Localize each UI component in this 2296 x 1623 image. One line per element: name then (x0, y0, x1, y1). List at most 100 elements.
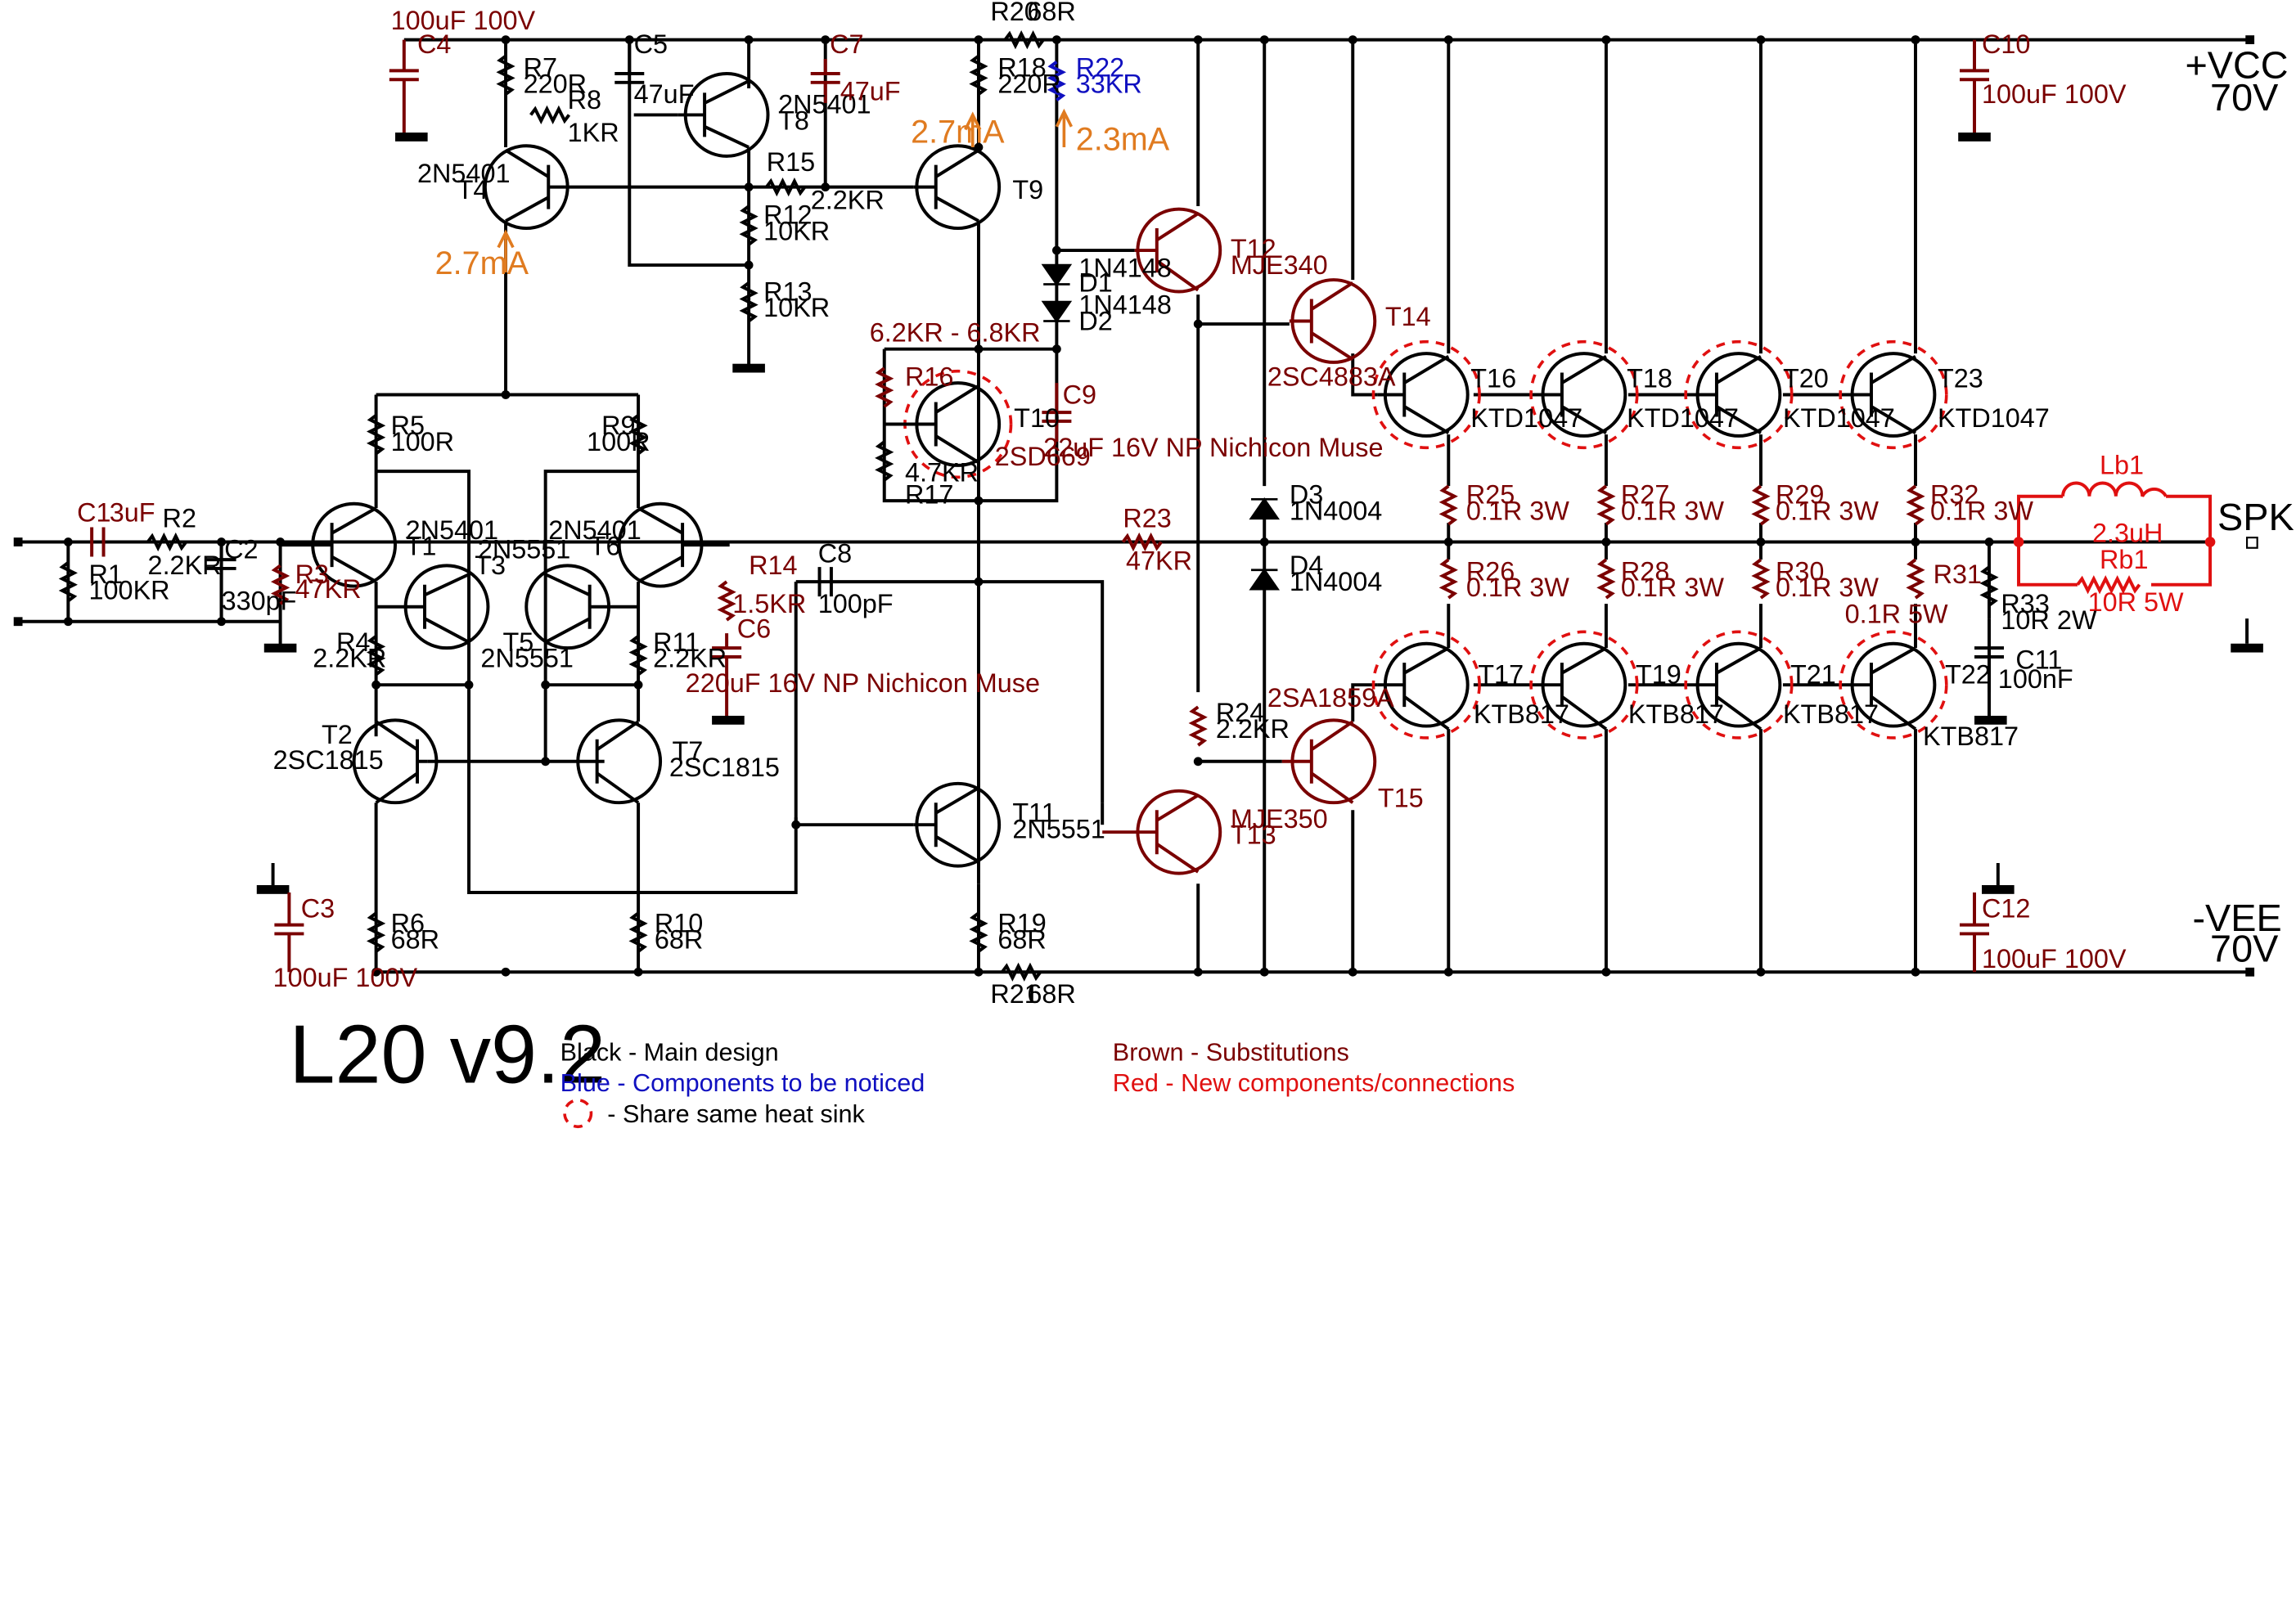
vcc-terminal (2245, 35, 2255, 45)
label-T19p: KTB817 (1628, 699, 1724, 729)
label-R9: R9 (601, 411, 635, 440)
capacitor-C1 (90, 527, 106, 557)
label-R14: R14 (749, 551, 797, 580)
vcc-voltage: 70V (2210, 76, 2278, 119)
label-R3v: 47KR (295, 574, 362, 604)
label-R15v: 2.2KR (811, 186, 885, 215)
transistor-T14 (1289, 278, 1377, 364)
label-T22: T22 (1945, 659, 1991, 689)
label-T10: T10 (1014, 403, 1060, 433)
label-T18: T18 (1627, 363, 1672, 393)
label-D4: D4 (1290, 551, 1323, 580)
label-R7: R7 (524, 53, 557, 83)
legend-black: Black - Main design (560, 1038, 779, 1066)
label-R23: R23 (1123, 504, 1171, 533)
label-R18: R18 (997, 53, 1046, 83)
label-R31v: 0.1R 5W (1845, 600, 1948, 629)
label-T14p: 2SC4883A (1267, 362, 1396, 392)
label-R25: R25 (1466, 480, 1515, 510)
vee-voltage: 70V (2210, 928, 2278, 970)
label-R17v: 4.7KR (905, 458, 979, 488)
diodes (1041, 263, 1281, 591)
label-T3: T3 (475, 551, 506, 580)
label-C1: C1 (77, 497, 110, 527)
capacitors (90, 39, 2005, 973)
label-Lb1: Lb1 (2100, 451, 2144, 480)
label-R8v: 1KR (568, 118, 619, 147)
capacitor-C9 (1042, 383, 1072, 443)
spkr-label: SPKR (2217, 496, 2296, 538)
label-R4: R4 (336, 627, 370, 657)
resistor-R30 (1751, 558, 1771, 600)
label-C2: C2 (224, 534, 258, 564)
label-C9v: 22uF 16V NP Nichicon Muse (1043, 433, 1383, 462)
label-R32: R32 (1930, 480, 1979, 510)
label-R26v: 0.1R 3W (1466, 573, 1569, 602)
input-gnd-terminal (13, 617, 23, 627)
current-arrows (497, 108, 1073, 273)
label-R16: R16 (905, 362, 953, 392)
label-R13v: 10KR (763, 293, 830, 322)
label-R17: R17 (905, 480, 953, 510)
label-R7v: 220R (524, 69, 587, 98)
transistor-T11 (913, 781, 1002, 868)
label-T5p: 2N5551 (480, 644, 573, 673)
label-T4: T4 (457, 175, 488, 205)
label-T17: T17 (1478, 659, 1524, 689)
resistor-R2 (146, 532, 187, 552)
vee-terminal (2245, 967, 2255, 977)
resistor-R18 (969, 54, 988, 96)
label-D4p: 1N4004 (1290, 567, 1382, 596)
label-T3p: 2N5551 (478, 534, 570, 564)
capacitor-C5 (615, 39, 645, 84)
legend-heatsink: - Share same heat sink (607, 1100, 865, 1128)
rail-wires (18, 38, 2250, 974)
transistor-T16 (1371, 339, 1481, 450)
transistor-T9 (913, 144, 1002, 231)
label-D2p: 1N4148 (1078, 290, 1171, 319)
resistor-R24 (1188, 705, 1208, 747)
transistor-T3 (376, 564, 490, 650)
transistor-T10 (884, 369, 1013, 479)
label-D3p: 1N4004 (1290, 497, 1382, 526)
capacitor-C7 (810, 59, 840, 104)
legend-brown: Brown - Substitutions (1113, 1038, 1349, 1066)
capacitor-C4 (389, 39, 419, 133)
resistor-R8 (529, 105, 571, 125)
label-C7v: 47uF (840, 76, 901, 106)
transistor-T23 (1839, 339, 1948, 450)
resistor-R21 (1001, 962, 1042, 982)
label-T7: T7 (672, 736, 703, 766)
label-C11v: 100nF (1998, 664, 2073, 694)
label-R13: R13 (763, 276, 812, 306)
junction-dots (63, 35, 1994, 977)
label-T16: T16 (1470, 363, 1516, 393)
label-T4p: 2N5401 (417, 159, 510, 188)
transistor-T13 (1102, 789, 1222, 875)
label-R31: R31 (1934, 560, 1982, 589)
vcc-label: +VCC (2185, 43, 2288, 86)
label-R29: R29 (1776, 480, 1824, 510)
transistor-T7 (576, 718, 663, 805)
label-C10v: 100uF 100V (1982, 79, 2127, 109)
resistor-R15 (765, 178, 807, 197)
resistor-R22 (1047, 61, 1067, 102)
label-T2: T2 (322, 720, 353, 749)
label-R22: R22 (1076, 53, 1124, 83)
transistor-T8 (678, 72, 770, 158)
label-Rb1: Rb1 (2100, 545, 2148, 574)
transistor-T12 (1134, 207, 1222, 294)
label-R12v: 10KR (763, 216, 830, 245)
resistor-R32 (1906, 484, 1925, 526)
current-r22: 2.3mA (1076, 122, 1170, 158)
diode-D1 (1041, 263, 1073, 286)
label-R4v: 2.2KR (313, 644, 386, 673)
diode-D2 (1041, 300, 1073, 323)
label-R5: R5 (391, 411, 425, 440)
label-R18v: 220R (997, 69, 1060, 98)
label-T8: T8 (778, 106, 809, 135)
label-T2p: 2SC1815 (273, 745, 384, 775)
capacitor-C12 (1960, 892, 1990, 973)
label-R2: R2 (163, 504, 196, 533)
